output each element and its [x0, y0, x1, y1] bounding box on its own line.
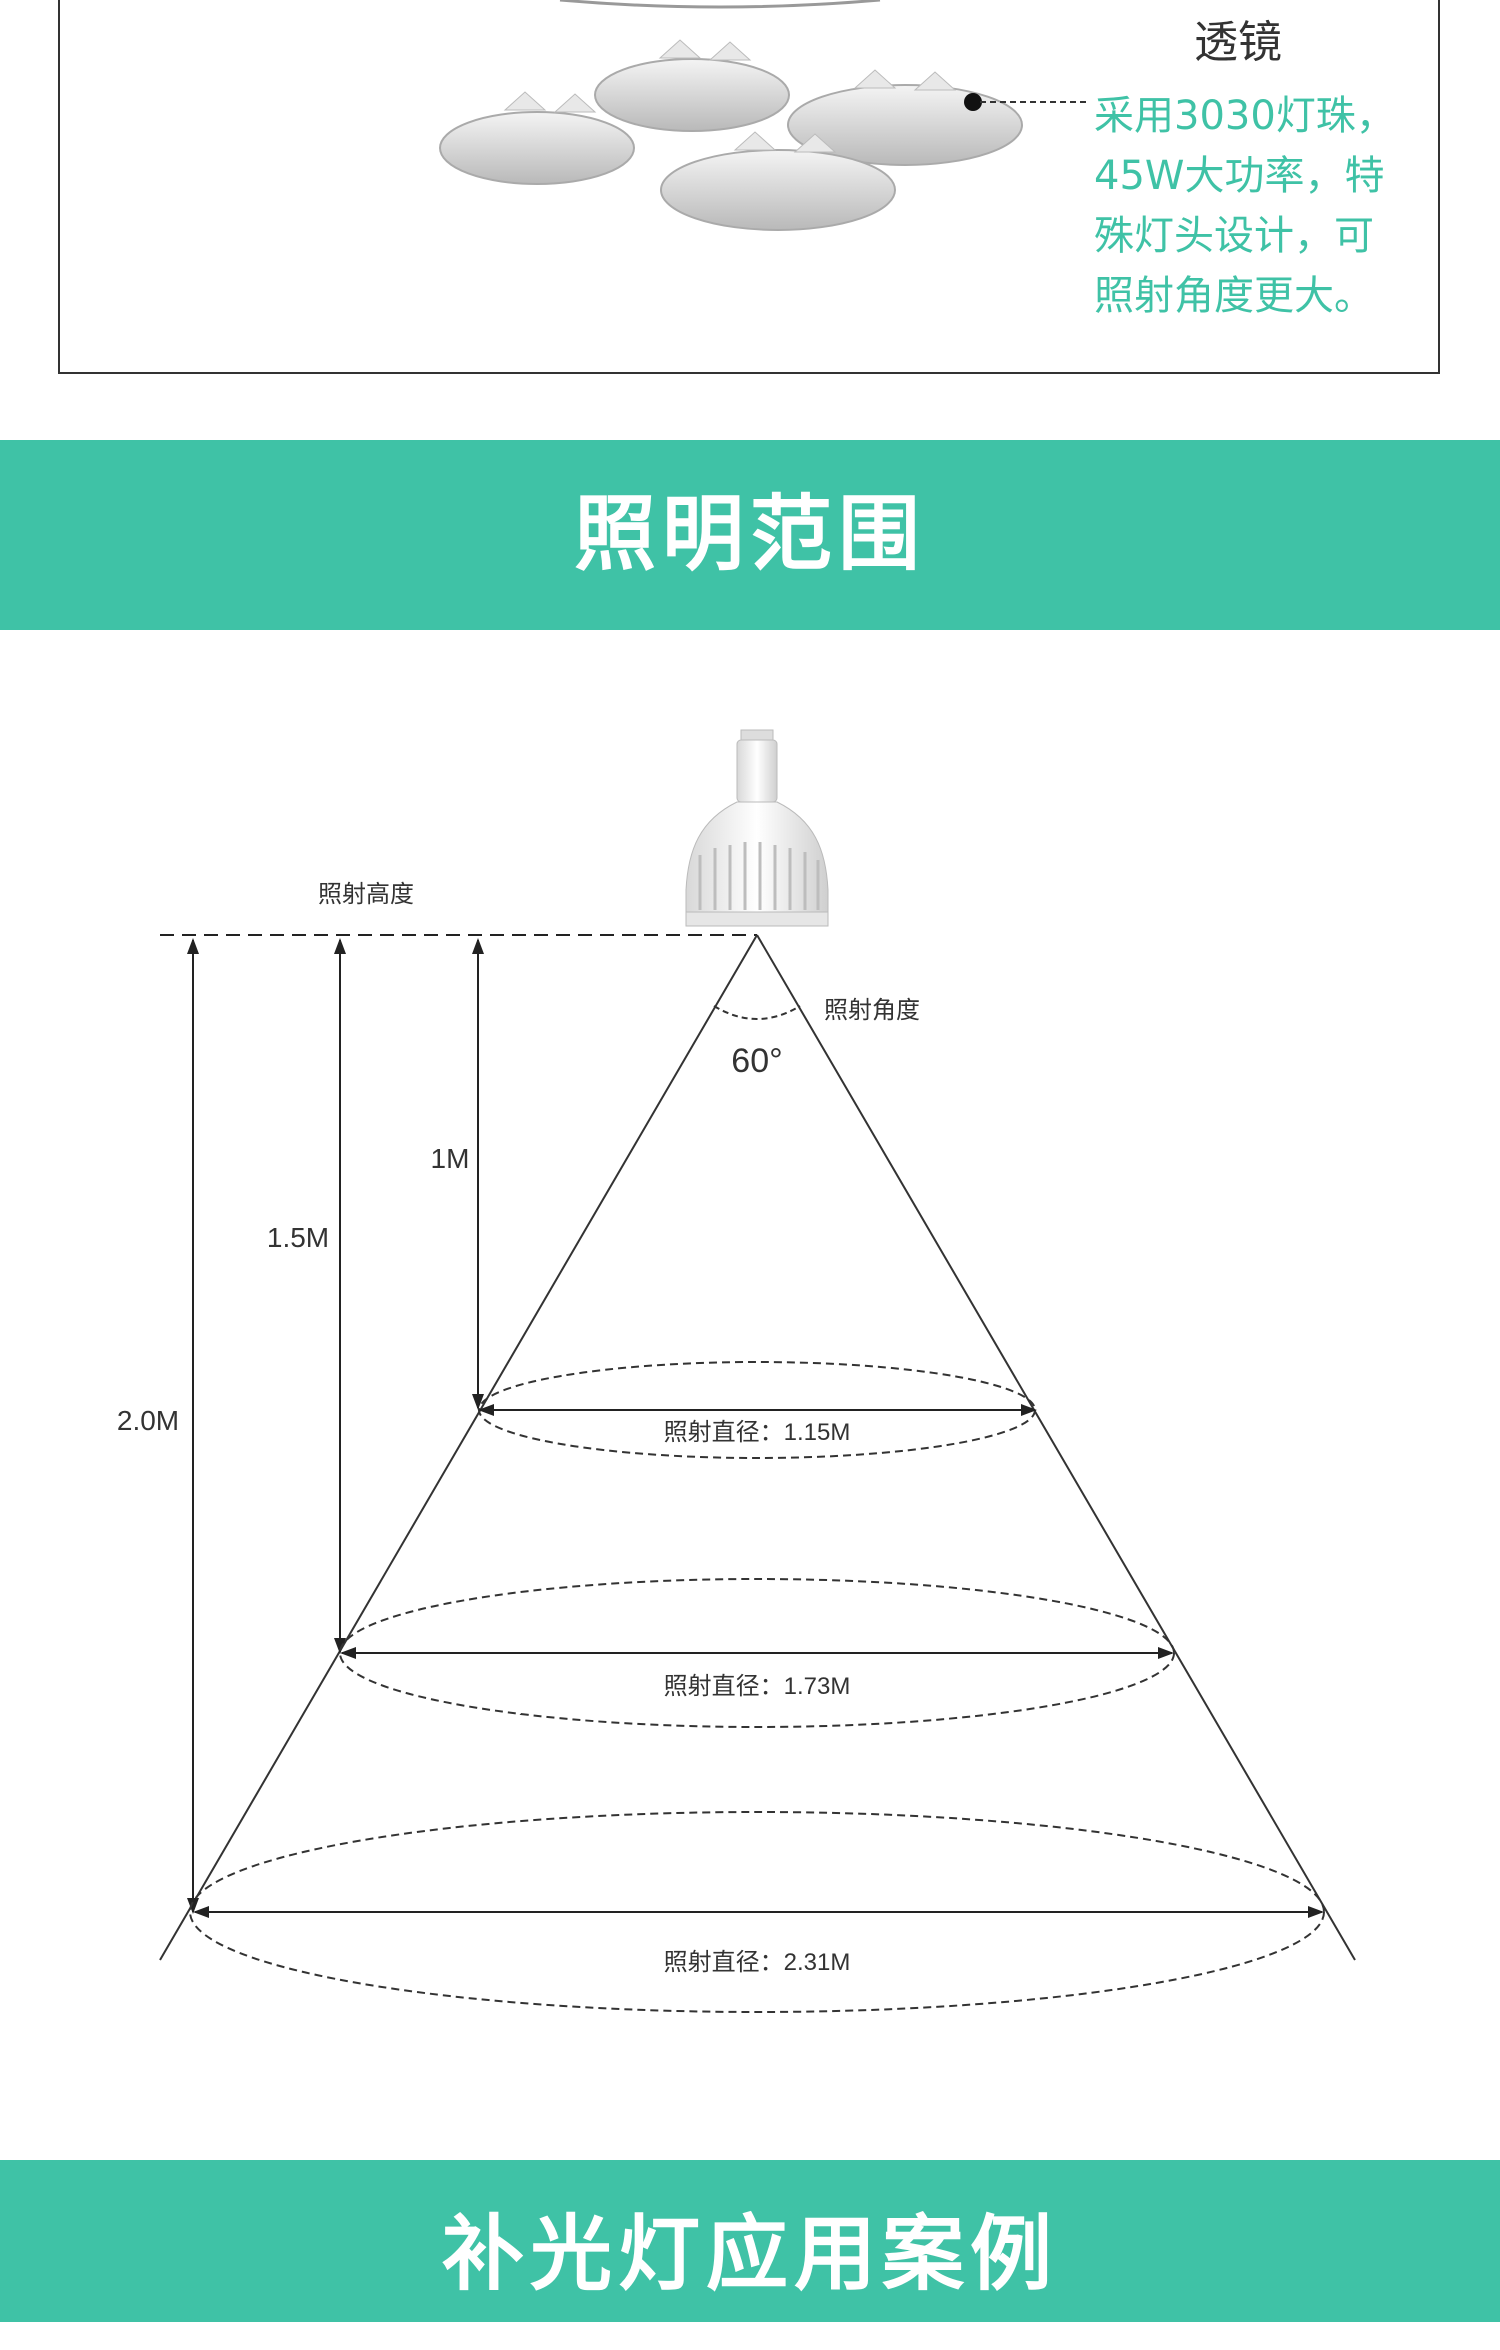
section-title-banner: 补光灯应用案例	[0, 2160, 1500, 2322]
description-line: 采用3030灯珠，	[1094, 93, 1396, 139]
lens-description: 采用3030灯珠， 45W大功率，特 殊灯头设计，可 照射角度更大。	[1094, 86, 1424, 326]
diameter-label: 照射直径：1.15M	[664, 1419, 851, 1446]
section-title-banner: 照明范围	[0, 440, 1500, 630]
description-line: 照射角度更大。	[1094, 273, 1374, 319]
description-line: 殊灯头设计，可	[1094, 213, 1374, 259]
height-value: 1M	[431, 1143, 470, 1174]
section-title: 照明范围	[573, 487, 926, 582]
diameter-label: 照射直径：2.31M	[664, 1949, 851, 1976]
bulb-icon	[685, 729, 829, 927]
angle-value: 60°	[731, 1042, 782, 1080]
lens-label: 透镜	[1194, 17, 1282, 68]
light-circle-2m	[189, 1811, 1325, 2013]
height-label: 照射高度	[318, 881, 414, 908]
height-value: 1.5M	[267, 1222, 329, 1253]
description-line: 45W大功率，特	[1094, 153, 1385, 199]
light-circle-1-5m	[339, 1578, 1175, 1728]
angle-label: 照射角度	[824, 997, 920, 1024]
led-lens-illustration	[439, 0, 1088, 231]
diameter-label: 照射直径：1.73M	[664, 1673, 851, 1700]
section-title: 补光灯应用案例	[441, 2207, 1058, 2302]
height-value: 2.0M	[117, 1405, 179, 1436]
lens-cluster-icon	[439, 39, 1023, 231]
lighting-range-diagram: 照射高度 60° 照射角度 1M 1.5M 2.0M 照射直径：1.15M 照射…	[117, 729, 1356, 2013]
